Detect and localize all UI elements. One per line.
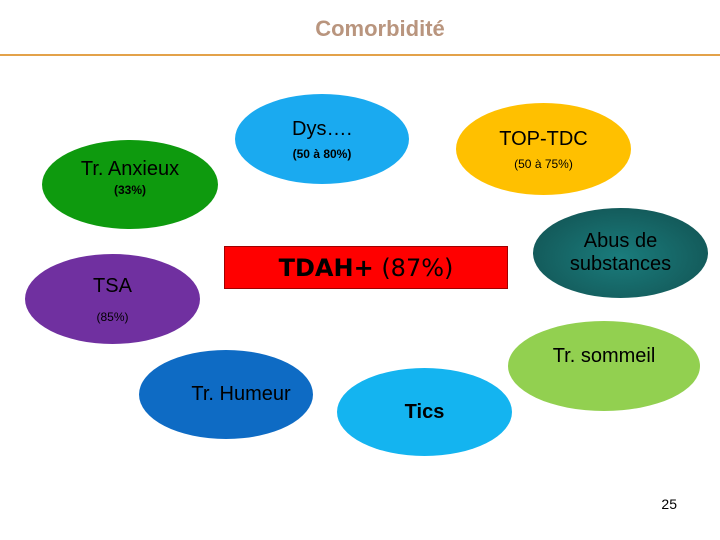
- tsa-label: TSA: [93, 274, 132, 297]
- dys-label: Dys….: [292, 117, 352, 140]
- abus-node: Abus de substances: [533, 208, 708, 298]
- tsa-node: TSA (85%): [25, 254, 200, 344]
- anxieux-label: Tr. Anxieux: [80, 158, 180, 180]
- humeur-node: Tr. Humeur: [139, 350, 313, 439]
- tics-label: Tics: [404, 400, 445, 423]
- top-tdc-node: TOP-TDC (50 à 75%): [456, 103, 631, 195]
- title-divider: [0, 54, 720, 56]
- tdah-percent: (87%): [381, 253, 454, 282]
- abus-label: Abus de substances: [569, 230, 672, 275]
- tdah-label: TDAH+: [278, 253, 374, 282]
- top-tdc-label: TOP-TDC: [499, 127, 588, 150]
- sommeil-label: Tr. sommeil: [552, 345, 656, 367]
- anxieux-percent: (33%): [113, 183, 146, 197]
- sommeil-node: Tr. sommeil: [508, 321, 700, 411]
- slide-title: Comorbidité: [315, 16, 445, 41]
- anxieux-node: Tr. Anxieux (33%): [42, 140, 218, 229]
- dys-node: Dys…. (50 à 80%): [235, 94, 409, 184]
- top-tdc-percent: (50 à 75%): [514, 156, 573, 171]
- tics-node: Tics: [337, 368, 512, 456]
- page-number: 25: [661, 496, 677, 512]
- humeur-label: Tr. Humeur: [191, 383, 291, 405]
- tdah-center-box: TDAH+ (87%): [224, 246, 508, 289]
- dys-percent: (50 à 80%): [292, 146, 352, 161]
- tsa-percent: (85%): [96, 309, 129, 324]
